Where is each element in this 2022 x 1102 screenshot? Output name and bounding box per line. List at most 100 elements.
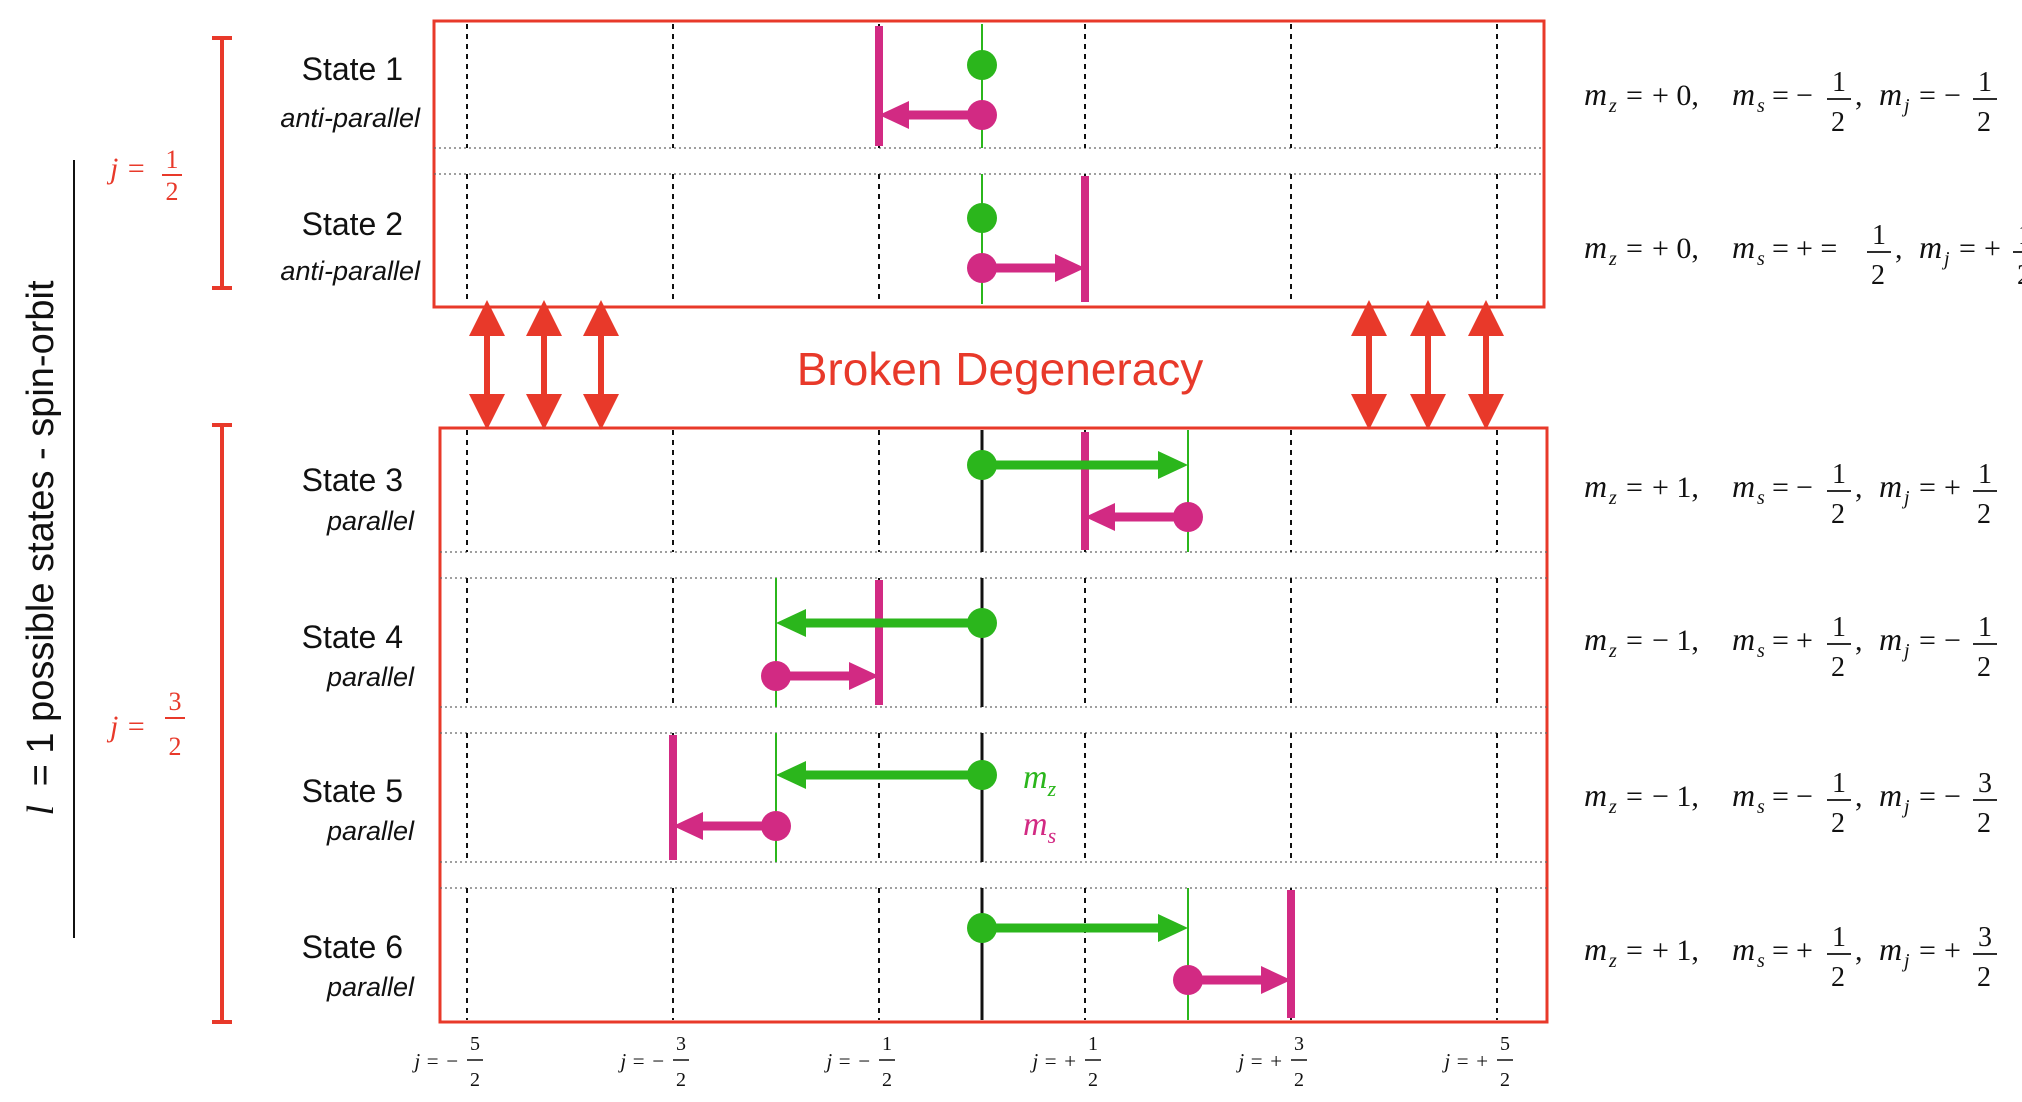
eq-comma: ,: [1855, 780, 1863, 813]
eq-ms-sub: s: [1757, 248, 1765, 270]
eq-equals: =: [1626, 232, 1643, 265]
eq-ms-num: 1: [1832, 459, 1846, 490]
x-tick-den: 2: [676, 1069, 686, 1091]
state-1-type: anti-parallel: [280, 103, 421, 133]
eq-mz-symbol: m: [1584, 229, 1607, 265]
eq-equals: =: [1919, 780, 1936, 813]
legend-mz: mz: [1023, 759, 1057, 801]
group-j-label: j =: [106, 152, 146, 185]
eq-mz-sub: z: [1608, 950, 1617, 972]
eq-equals: =: [1919, 471, 1936, 504]
panel-j-three-half: [438, 426, 1549, 1024]
state-1-ms-dot: [967, 100, 997, 130]
x-tick-prefix: j = +: [1441, 1049, 1489, 1073]
eq-ms-sign: −: [1796, 780, 1813, 813]
eq-mj-symbol: m: [1879, 468, 1902, 504]
eq-mj-sign: +: [1944, 934, 1961, 967]
state-5-type: parallel: [326, 816, 415, 846]
state-5-mz-dot: [967, 760, 997, 790]
eq-mj-den: 2: [1977, 808, 1991, 839]
x-tick-num: 3: [1294, 1033, 1304, 1055]
x-tick-prefix: j = −: [617, 1049, 665, 1073]
eq-ms-den: 2: [1831, 499, 1845, 530]
state-labels: State 1 anti-parallel State 2 anti-paral…: [280, 51, 421, 1002]
state-2-equation: mz=+ 0,ms=+ =12,mj=+12: [1584, 220, 2022, 291]
state-6-mz-dot: [967, 913, 997, 943]
group-j-den: 2: [169, 732, 182, 761]
legend: mz ms: [1023, 759, 1057, 848]
eq-mz-value: + 0,: [1652, 79, 1699, 112]
eq-ms-den: 2: [1831, 808, 1845, 839]
eq-mz-symbol: m: [1584, 931, 1607, 967]
group-j-den: 2: [166, 177, 179, 206]
eq-equals: =: [1772, 471, 1789, 504]
state-5-ms-arrow-head: [673, 812, 703, 840]
eq-mj-sign: +: [1944, 471, 1961, 504]
x-tick-den: 2: [882, 1069, 892, 1091]
state-3-name: State 3: [302, 462, 403, 498]
state-6-type: parallel: [326, 972, 415, 1002]
eq-mj-symbol: m: [1919, 229, 1942, 265]
state-3-ms-dot: [1173, 502, 1203, 532]
eq-ms-num: 1: [1832, 768, 1846, 799]
state-4-type: parallel: [326, 662, 415, 692]
eq-comma: ,: [1895, 232, 1903, 265]
eq-comma: ,: [1855, 79, 1863, 112]
eq-equals: =: [1919, 934, 1936, 967]
state-3-ms-arrow-head: [1085, 503, 1115, 531]
state-2-type: anti-parallel: [280, 256, 421, 286]
eq-ms-symbol: m: [1732, 621, 1755, 657]
eq-ms-symbol: m: [1732, 931, 1755, 967]
eq-mj-den: 2: [1977, 107, 1991, 138]
eq-equals: =: [1772, 780, 1789, 813]
eq-ms-den: 2: [1831, 107, 1845, 138]
state-4-ms-arrow-head: [849, 662, 879, 690]
eq-mj-num: 1: [1978, 459, 1992, 490]
eq-mz-symbol: m: [1584, 468, 1607, 504]
eq-ms-den: 2: [1831, 962, 1845, 993]
side-label: l = 1 possible states - spin-orbit: [20, 280, 62, 815]
eq-comma: ,: [1855, 471, 1863, 504]
eq-mj-sub: j: [1901, 950, 1910, 972]
state-5-mz-arrow-head: [776, 761, 806, 789]
eq-mz-symbol: m: [1584, 777, 1607, 813]
eq-mj-den: 2: [1977, 652, 1991, 683]
eq-mj-sign: −: [1944, 780, 1961, 813]
legend-ms: ms: [1023, 806, 1056, 848]
eq-ms-sub: s: [1757, 95, 1765, 117]
eq-mz-sub: z: [1608, 95, 1617, 117]
side-label-prefix: l: [20, 805, 62, 816]
group-j-label: j =: [106, 710, 146, 743]
eq-equals: =: [1626, 934, 1643, 967]
eq-ms-sign: −: [1796, 471, 1813, 504]
eq-ms-den: 2: [1871, 260, 1885, 291]
eq-mz-value: − 1,: [1652, 780, 1699, 813]
eq-comma: ,: [1855, 934, 1863, 967]
state-4-name: State 4: [302, 619, 403, 655]
state-3-mz-dot: [967, 450, 997, 480]
x-tick-prefix: j = +: [1029, 1049, 1077, 1073]
eq-mj-den: 2: [1977, 962, 1991, 993]
eq-ms-symbol: m: [1732, 468, 1755, 504]
eq-ms-num: 1: [1832, 67, 1846, 98]
group-j-num: 3: [169, 687, 182, 716]
eq-ms-symbol: m: [1732, 229, 1755, 265]
eq-mj-sub: j: [1901, 796, 1910, 818]
eq-equals: =: [1626, 780, 1643, 813]
state-6-name: State 6: [302, 929, 403, 965]
eq-mj-sign: +: [1984, 232, 2001, 265]
x-axis-labels: j = −52j = −32j = −12j = +12j = +32j = +…: [411, 1033, 1513, 1091]
eq-equals: =: [1772, 232, 1789, 265]
eq-mj-sub: j: [1901, 487, 1910, 509]
eq-ms-sign: +: [1796, 934, 1813, 967]
eq-ms-num: 1: [1872, 220, 1886, 251]
state-5-name: State 5: [302, 773, 403, 809]
degeneracy-arrows-left: [469, 300, 619, 430]
eq-mj-num: 1: [1978, 67, 1992, 98]
eq-equals: =: [1772, 934, 1789, 967]
eq-ms-sign: +: [1796, 624, 1813, 657]
